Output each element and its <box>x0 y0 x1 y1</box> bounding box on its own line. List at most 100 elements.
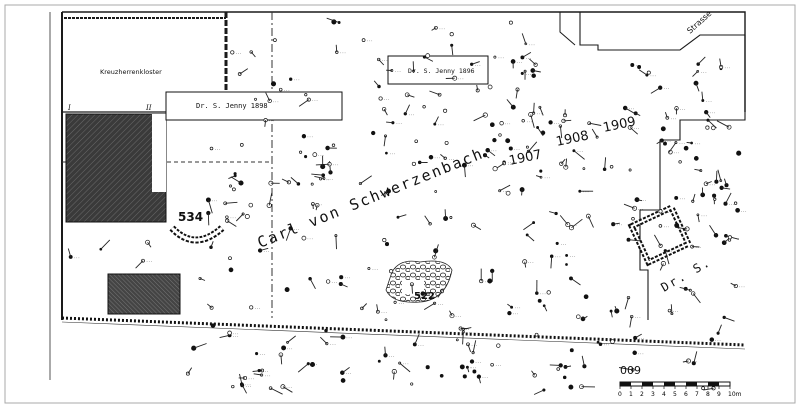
label-strasse: Strasse <box>685 9 713 36</box>
grave-marker <box>709 337 715 342</box>
grave-marker <box>389 269 394 274</box>
grave-orientation-line <box>523 222 534 231</box>
grave-orientation-line <box>407 94 415 98</box>
grave-orientation-line <box>259 247 269 251</box>
grave-number-mark: ··· <box>316 203 322 207</box>
grave-marker <box>299 150 303 154</box>
grave-number-mark: ··· <box>327 177 333 181</box>
grave-marker <box>393 300 397 304</box>
grave-number-mark: ··· <box>663 225 669 229</box>
grave-number-mark: ··· <box>340 51 346 55</box>
grave-orientation-line <box>535 175 542 178</box>
grave-marker <box>225 215 229 219</box>
grave-number-mark: ··· <box>665 140 671 144</box>
grave-marker <box>411 161 416 166</box>
grave-number-mark: ··· <box>389 354 395 358</box>
grave-orientation-line <box>697 214 700 223</box>
grave-orientation-line <box>654 234 661 247</box>
grave-orientation-line <box>565 158 568 168</box>
grave-number-mark: ··· <box>254 306 260 310</box>
grave-orientation-line <box>563 119 572 122</box>
grave-number-mark: ··· <box>262 370 268 374</box>
grave-orientation-line <box>451 45 454 56</box>
grave-number-mark: ··· <box>571 224 577 228</box>
grave-marker <box>331 143 336 147</box>
grave-marker <box>249 305 254 310</box>
grave-orientation-line <box>207 303 212 309</box>
grave-marker <box>229 184 232 188</box>
grave-orientation-line <box>100 239 111 250</box>
grave-marker <box>565 253 569 257</box>
grave-orientation-line <box>381 190 389 196</box>
grave-marker <box>301 134 307 139</box>
grave-marker <box>443 108 448 113</box>
grave-marker <box>663 141 667 146</box>
grave-number-mark: ··· <box>346 336 352 340</box>
grave-marker <box>425 365 430 370</box>
grave-orientation-line <box>268 192 273 206</box>
grave-orientation-line <box>682 360 689 363</box>
grave-number-mark: ··· <box>526 120 532 124</box>
grave-orientation-line <box>487 149 496 157</box>
grave-orientation-line <box>287 335 296 343</box>
grave-marker <box>565 263 568 266</box>
grave-orientation-line <box>571 218 583 229</box>
grave-marker <box>667 308 672 313</box>
grave-number-mark: ··· <box>403 362 409 366</box>
grave-number-mark: ··· <box>628 107 634 111</box>
grave-orientation-line <box>319 336 328 344</box>
grave-orientation-line <box>383 135 386 147</box>
grave-orientation-line <box>290 177 299 185</box>
grave-number-mark: ··· <box>555 255 561 259</box>
grave-marker <box>312 152 318 157</box>
scale-tick-label: 9 <box>717 391 721 398</box>
grave-orientation-line <box>507 303 512 308</box>
grave-number-mark: ··· <box>294 78 300 82</box>
label-carl-von-schwerzenbach: Carl von Schwerzenbach <box>255 144 487 252</box>
grave-orientation-line <box>629 127 639 135</box>
grave-orientation-line <box>235 213 244 222</box>
grave-number-mark: ··· <box>434 156 440 160</box>
grave-number-mark: ··· <box>680 107 686 111</box>
grave-marker <box>444 140 449 145</box>
right-boundary-steps <box>639 35 746 320</box>
grave-number-mark: ··· <box>564 364 570 368</box>
grave-marker <box>555 241 559 245</box>
grave-orientation-line <box>623 203 635 209</box>
grave-marker <box>487 84 493 90</box>
grave-orientation-line <box>135 260 144 269</box>
label-year-1907: 1907 <box>508 147 543 169</box>
grave-number-mark: ··· <box>616 223 622 227</box>
grave-orientation-line <box>725 192 732 204</box>
scale-tick-label: 6 <box>684 391 688 398</box>
grave-number-mark: ··· <box>537 112 543 116</box>
grave-marker <box>637 65 642 69</box>
grave-orientation-line <box>434 116 439 125</box>
grave-number-mark: ··· <box>514 148 520 152</box>
grave-marker <box>548 120 553 125</box>
grave-number-mark: ··· <box>633 126 639 130</box>
grave-orientation-line <box>668 142 677 153</box>
grave-orientation-line <box>253 373 262 376</box>
scale-tick-label: 10m <box>728 391 742 398</box>
grave-orientation-line <box>462 331 464 345</box>
grave-marker <box>498 133 502 137</box>
grave-marker <box>434 190 438 193</box>
grave-number-mark: ··· <box>701 214 707 218</box>
grave-marker <box>610 339 615 344</box>
grave-orientation-line <box>703 387 714 391</box>
grave-orientation-line <box>433 244 439 258</box>
grave-number-mark: ··· <box>507 162 513 166</box>
grave-marker <box>449 216 453 219</box>
grave-marker <box>733 201 738 205</box>
grave-number-mark: ··· <box>333 163 339 167</box>
grave-number-mark: ··· <box>382 59 388 63</box>
grave-orientation-line <box>484 154 490 159</box>
grave-marker <box>281 345 287 351</box>
label-009: 009 <box>620 364 641 377</box>
grave-number-mark: ··· <box>345 372 351 376</box>
grave-orientation-line <box>591 128 598 138</box>
grave-orientation-line <box>604 157 607 170</box>
